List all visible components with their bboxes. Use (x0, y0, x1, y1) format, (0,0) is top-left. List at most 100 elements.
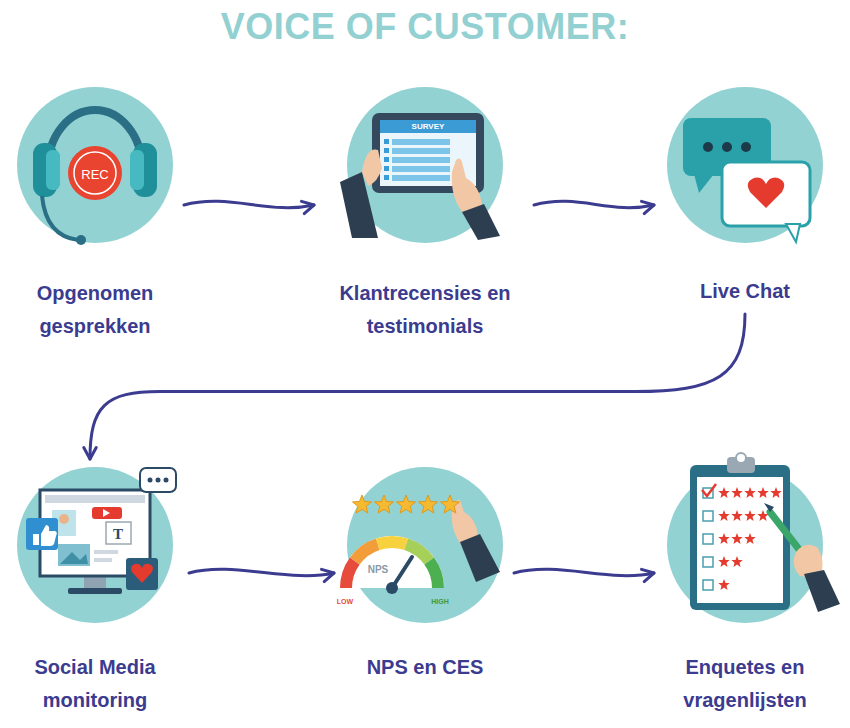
illustration-part (42, 196, 78, 240)
illustration-part (384, 157, 389, 162)
checklist-star (731, 510, 742, 521)
illustration-part (58, 544, 90, 566)
arrow-line (189, 569, 334, 575)
clipboard-icon (690, 453, 790, 610)
illustration-part (392, 139, 450, 181)
illustration-part (392, 175, 450, 181)
checklist-star (718, 556, 729, 567)
illustration-part (74, 152, 116, 194)
illustration-part (690, 465, 790, 610)
gauge-segment (378, 542, 406, 544)
illustration-part (722, 142, 732, 152)
illustration-part (804, 570, 840, 612)
illustration-part (340, 536, 444, 588)
illustration-part (106, 522, 131, 544)
node-label: Enquetes en vragenlijsten (660, 651, 830, 717)
illustration-part (45, 495, 145, 503)
illustration-part (667, 87, 823, 243)
text-icon: T (113, 527, 123, 542)
node-label: Social Media monitoring (5, 651, 185, 717)
illustration-part (68, 146, 122, 200)
illustration-part (786, 224, 800, 242)
diagram-title: VOICE OF CUSTOMER: (0, 6, 850, 48)
illustration-part (452, 158, 482, 214)
illustration-part (17, 87, 173, 243)
arrow-head (642, 201, 654, 213)
node-circles (17, 87, 823, 623)
checklist-star (718, 579, 729, 590)
illustration-part (384, 166, 389, 171)
headphones-icon (33, 110, 157, 245)
node-label: Klantrecensies en testimonials (320, 277, 530, 343)
checklist-star (731, 556, 742, 567)
checkbox (703, 580, 713, 590)
gauge-segment (346, 561, 355, 588)
checklist-star (744, 510, 755, 521)
checklist-star (731, 487, 742, 498)
rating-star (353, 495, 372, 513)
illustration-part (26, 518, 58, 550)
circle-node: NPS en CES (340, 465, 510, 684)
illustration-part (60, 552, 88, 564)
flow-arrow (184, 201, 314, 213)
illustration-part (76, 235, 86, 245)
monitor-icon (26, 468, 176, 594)
illustration-part (92, 507, 122, 519)
arrow-head (84, 448, 96, 459)
flow-arrow (534, 201, 654, 213)
node-label: Opgenomen gesprekken (10, 277, 180, 343)
circle-node: Enquetes en vragenlijsten (660, 465, 830, 717)
arrow-head (642, 569, 654, 581)
illustration-part (384, 139, 389, 144)
gauge-label: NPS (368, 565, 389, 575)
rating-star (419, 495, 438, 513)
illustration-part (126, 558, 158, 590)
illustration-part (748, 178, 785, 208)
checklist-star (757, 487, 768, 498)
arrow-line (534, 201, 654, 207)
flow-arrow (514, 569, 654, 581)
flow-arrow (189, 569, 334, 581)
checklist-star (744, 533, 755, 544)
illustration-part (697, 477, 783, 603)
checklist (702, 484, 782, 590)
rating-star (397, 495, 416, 513)
arrow-line (184, 201, 314, 207)
illustration-part (386, 582, 398, 594)
pencil-hand (764, 503, 840, 612)
tablet-icon (340, 113, 500, 240)
gauge-icon (340, 536, 444, 588)
circle-node: Social Media monitoring (5, 465, 185, 717)
illustration-part (156, 478, 161, 483)
illustration-part (392, 139, 450, 145)
chat-icon (683, 118, 810, 242)
node-label: Live Chat (660, 275, 830, 308)
checkbox (703, 534, 713, 544)
arrow-head (302, 201, 314, 213)
illustration-part (694, 174, 714, 193)
checklist-star (744, 487, 755, 498)
gauge-segment (429, 561, 438, 588)
illustration-part (392, 157, 450, 163)
illustration-part (384, 148, 389, 153)
illustration-part (94, 550, 118, 554)
rating-stars (353, 495, 460, 513)
illustration-part (131, 564, 153, 583)
illustration-part (140, 468, 176, 492)
survey-header: SURVEY (412, 123, 445, 131)
illustration-part (362, 149, 382, 186)
gauge-needle (386, 500, 500, 594)
arrow-line (514, 569, 654, 575)
illustration-part (736, 453, 746, 463)
illustration-part (703, 142, 713, 152)
illustration-part (460, 534, 500, 582)
illustration-part (59, 514, 69, 524)
node-label: NPS en CES (340, 651, 510, 684)
circle-node: Live Chat (660, 85, 830, 308)
illustration-part (68, 588, 122, 594)
checklist-star (770, 487, 781, 498)
illustration-part (462, 204, 500, 240)
rating-star (441, 495, 460, 513)
